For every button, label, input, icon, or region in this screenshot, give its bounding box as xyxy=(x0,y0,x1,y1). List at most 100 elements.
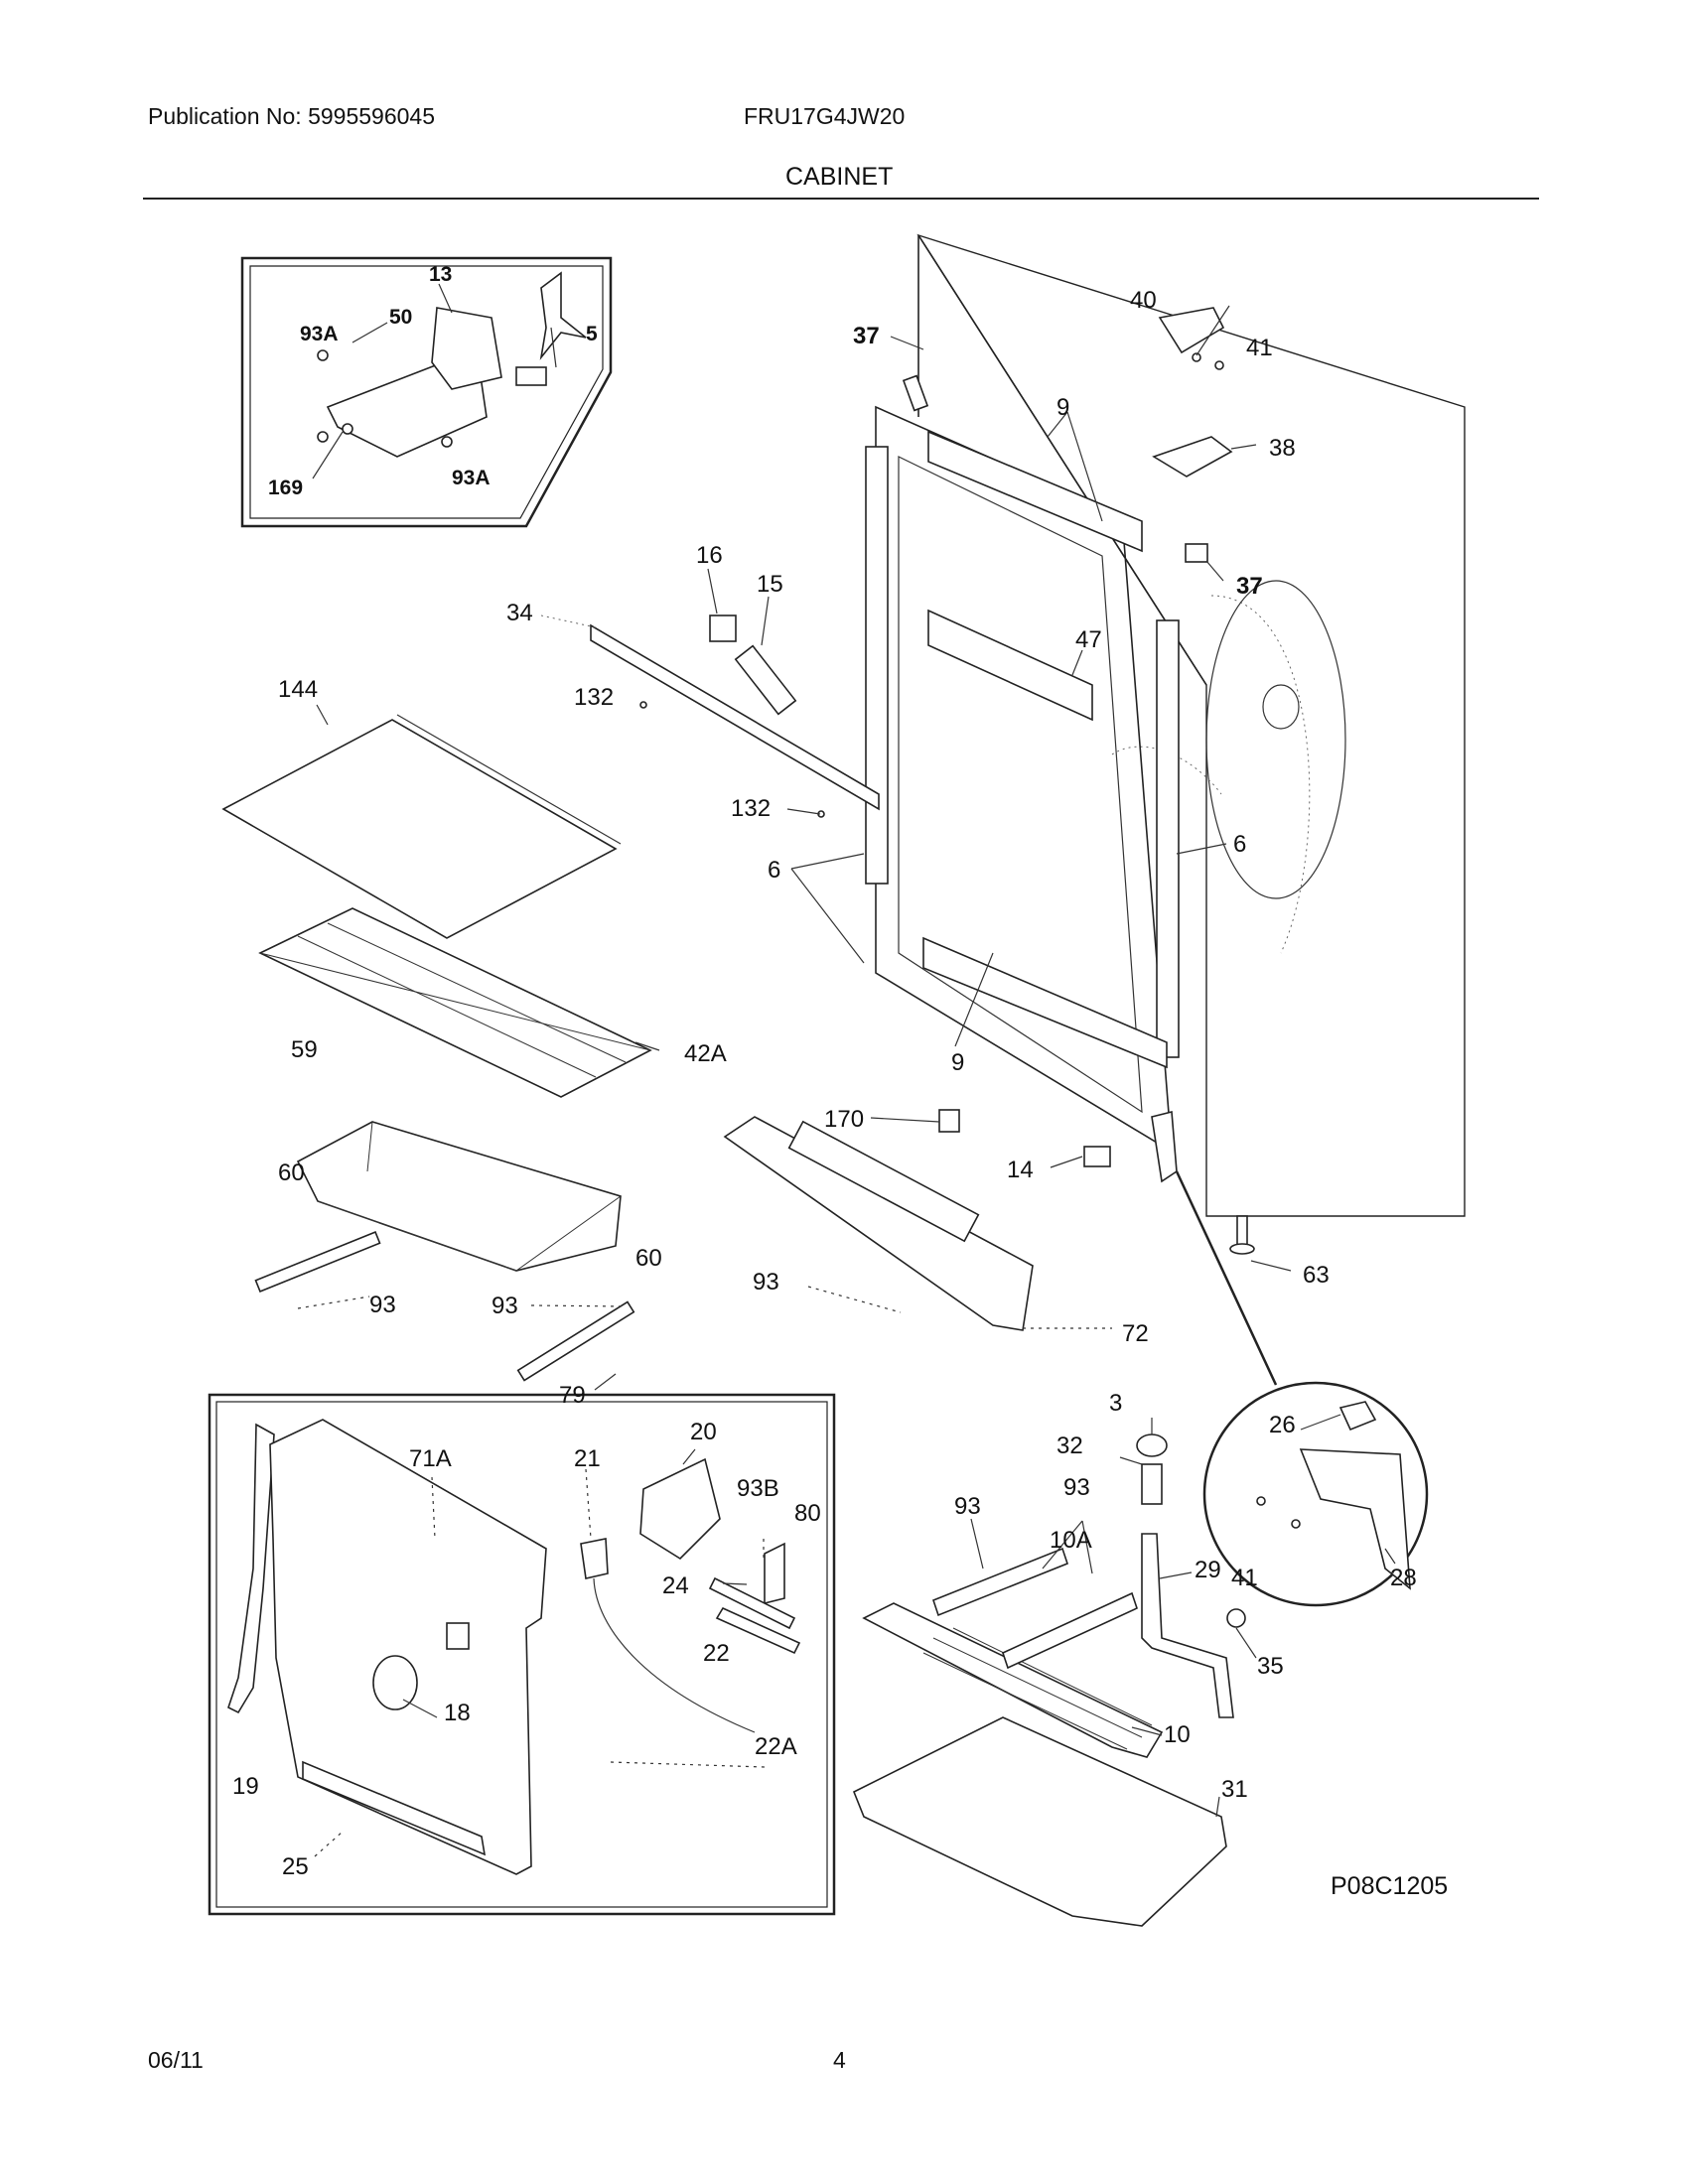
heater-bracket-10a xyxy=(1002,1591,1138,1670)
hinge-screw xyxy=(1192,352,1201,362)
callout-80: 80 xyxy=(794,1500,821,1527)
lower-hinge-28 xyxy=(1299,1448,1411,1590)
basket-rail-right xyxy=(516,1300,635,1382)
callout-22: 22 xyxy=(703,1640,730,1667)
hose-clamp-35 xyxy=(1226,1608,1246,1628)
callout-170: 170 xyxy=(824,1106,864,1133)
switch-170 xyxy=(938,1109,960,1133)
top-hinge-cover xyxy=(1158,307,1225,354)
leader-lines xyxy=(297,305,1396,1857)
callout-6: 6 xyxy=(1233,831,1246,858)
callout-59: 59 xyxy=(291,1036,318,1063)
callout-93a: 93A xyxy=(300,323,339,345)
mount-screw xyxy=(317,349,329,361)
light-shield-34 xyxy=(590,623,880,811)
callout-93b: 93B xyxy=(737,1475,779,1502)
callout-3: 3 xyxy=(1109,1390,1122,1417)
callout-10: 10 xyxy=(1164,1721,1191,1748)
switch-14 xyxy=(1083,1146,1111,1167)
fan-blade xyxy=(539,271,587,360)
mount-screw xyxy=(317,431,329,443)
mount-screw xyxy=(441,436,453,448)
callout-18: 18 xyxy=(444,1700,471,1726)
fan-motor xyxy=(431,307,502,390)
rear-panel-inset xyxy=(208,1393,836,1916)
basket-rail-left xyxy=(254,1231,381,1293)
bottom-hinge-bracket xyxy=(1151,1110,1178,1183)
callout-6: 6 xyxy=(768,857,780,884)
callout-79: 79 xyxy=(559,1382,586,1409)
callout-93a: 93A xyxy=(452,467,491,489)
callout-5: 5 xyxy=(586,323,598,345)
hinge-pin-26 xyxy=(1338,1401,1377,1432)
callouts: 13 93A 50 5 169 93A 37 37 40 41 38 9 16 … xyxy=(232,263,1448,1900)
callout-93: 93 xyxy=(1063,1474,1090,1501)
light-socket xyxy=(709,614,737,642)
defrost-timer-21 xyxy=(580,1538,609,1579)
callout-93: 93 xyxy=(492,1293,518,1319)
callout-37: 37 xyxy=(1236,573,1263,600)
callout-132: 132 xyxy=(731,795,771,822)
grille-72 xyxy=(723,1116,1034,1331)
heater-bracket xyxy=(932,1547,1068,1617)
defrost-heater-assembly xyxy=(852,1433,1246,1927)
callout-60: 60 xyxy=(635,1245,662,1272)
bracket-80 xyxy=(764,1542,785,1605)
hinge-cap-right xyxy=(1185,543,1208,563)
motor-connector xyxy=(515,366,547,386)
channel-25 xyxy=(302,1760,487,1856)
callout-132: 132 xyxy=(574,684,614,711)
grommet-18 xyxy=(372,1655,418,1710)
callout-93: 93 xyxy=(753,1269,779,1296)
callout-41: 41 xyxy=(1231,1565,1258,1591)
top-hinge xyxy=(1152,436,1233,478)
wire-shelf-42a xyxy=(258,907,652,1098)
callout-31: 31 xyxy=(1221,1776,1248,1803)
callout-15: 15 xyxy=(757,571,783,598)
label-plate xyxy=(446,1622,470,1650)
callout-16: 16 xyxy=(696,542,723,569)
drain-hose-29 xyxy=(1141,1533,1234,1718)
callout-71a: 71A xyxy=(409,1445,452,1472)
callout-22a: 22A xyxy=(755,1733,797,1760)
callout-93: 93 xyxy=(369,1292,396,1318)
mount-screw xyxy=(342,423,353,435)
callout-41: 41 xyxy=(1246,335,1273,361)
model-number: FRU17G4JW20 xyxy=(744,103,906,129)
gasket-strip-top xyxy=(927,430,1143,553)
callout-14: 14 xyxy=(1007,1157,1034,1183)
callout-35: 35 xyxy=(1257,1653,1284,1680)
drain-cap-3 xyxy=(1136,1433,1168,1457)
callout-24: 24 xyxy=(662,1572,689,1599)
freezer-cabinet xyxy=(865,233,1466,1255)
shelf-144 xyxy=(221,719,618,939)
callout-47: 47 xyxy=(1075,626,1102,653)
callout-63: 63 xyxy=(1303,1262,1330,1289)
callout-9: 9 xyxy=(951,1049,964,1076)
callout-32: 32 xyxy=(1056,1433,1083,1459)
hinge-screw xyxy=(1214,360,1224,370)
callout-34: 34 xyxy=(506,600,533,626)
grille-vent xyxy=(787,1120,980,1243)
callout-25: 25 xyxy=(282,1853,309,1880)
hinge-cap-left xyxy=(902,374,929,412)
light-assembly xyxy=(590,614,880,818)
footer-date: 06/11 xyxy=(148,2047,204,2073)
thermostat-24 xyxy=(708,1576,796,1630)
screw-132-a xyxy=(639,701,647,709)
hinge-screw-41 xyxy=(1291,1519,1301,1529)
section-title: CABINET xyxy=(785,163,894,191)
callout-72: 72 xyxy=(1122,1320,1149,1347)
page-number: 4 xyxy=(833,2047,846,2073)
light-bulb xyxy=(734,644,797,716)
callout-38: 38 xyxy=(1269,435,1296,462)
drain-pan-31 xyxy=(852,1716,1227,1927)
callout-13: 13 xyxy=(429,263,452,286)
drain-tube-19 xyxy=(227,1423,275,1714)
callout-9: 9 xyxy=(1056,394,1069,421)
callout-21: 21 xyxy=(574,1445,601,1472)
callout-40: 40 xyxy=(1130,287,1157,314)
callout-60: 60 xyxy=(278,1160,305,1186)
gasket-strip-right xyxy=(1156,619,1180,1058)
